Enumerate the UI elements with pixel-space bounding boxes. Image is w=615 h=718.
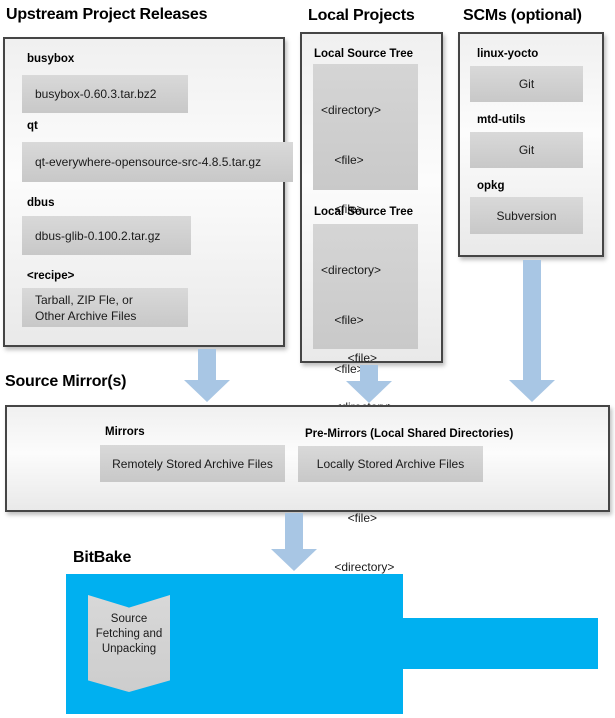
tree-line: <file>	[321, 152, 364, 167]
local-source-tree: <directory> <file> <file> <directory> <f…	[313, 64, 418, 414]
tree-line: <file>	[321, 202, 364, 216]
local-source-tree-label: Local Source Tree	[314, 206, 414, 218]
upstream-item-value: dbus-glib-0.100.2.tar.gz	[22, 216, 191, 255]
tree-line: <file>	[321, 362, 364, 376]
upstream-item-label: qt	[27, 120, 38, 132]
scms-box: linux-yocto Git mtd-utils Git opkg Subve…	[458, 32, 604, 257]
scm-item-label: mtd-utils	[477, 114, 526, 126]
source-fetching-chevron: Source Fetching and Unpacking	[88, 595, 170, 692]
local-projects-box: Local Source Tree <directory> <file> <fi…	[300, 32, 443, 574]
upstream-item-value: Tarball, ZIP Fle, or Other Archive Files	[22, 288, 188, 327]
upstream-item-label: busybox	[27, 53, 75, 65]
tree-line: <directory>	[321, 263, 382, 277]
scm-item-value: Git	[470, 66, 583, 102]
source-mirrors-section-title: Source Mirror(s)	[5, 373, 127, 390]
scm-item-label: opkg	[477, 180, 505, 192]
upstream-item-value: busybox-0.60.3.tar.bz2	[22, 75, 188, 113]
upstream-item-value: qt-everywhere-opensource-src-4.8.5.tar.g…	[22, 142, 293, 182]
upstream-releases-box: busybox busybox-0.60.3.tar.bz2 qt qt-eve…	[3, 37, 293, 347]
source-fetching-label: Source Fetching and Unpacking	[95, 613, 163, 655]
mirrors-label: Mirrors	[105, 426, 145, 438]
bitbake-section-title: BitBake	[73, 549, 132, 566]
upstream-section-title: Upstream Project Releases	[6, 6, 208, 23]
bitbake-output-bar	[403, 618, 598, 669]
scm-item-value: Git	[470, 132, 583, 168]
pre-mirrors-label: Pre-Mirrors (Local Shared Directories)	[305, 428, 514, 440]
local-source-tree-label: Local Source Tree	[314, 48, 414, 60]
upstream-item-label: dbus	[27, 197, 55, 209]
scm-item-value: Subversion	[470, 197, 583, 234]
source-mirrors-box: Mirrors Remotely Stored Archive Files Pr…	[5, 405, 610, 512]
scms-section-title: SCMs (optional)	[463, 7, 582, 24]
mirrors-value: Remotely Stored Archive Files	[100, 445, 285, 482]
tree-line: <directory>	[321, 103, 382, 117]
tree-line: <directory>	[321, 560, 395, 574]
local-source-tree: <directory> <file> <file> <directory> <f…	[313, 224, 418, 574]
upstream-item-label: <recipe>	[27, 270, 75, 282]
pre-mirrors-value: Locally Stored Archive Files	[298, 446, 483, 482]
tree-line: <file>	[321, 312, 364, 327]
tree-line: <file>	[321, 350, 378, 365]
local-projects-section-title: Local Projects	[308, 7, 415, 24]
scm-item-label: linux-yocto	[477, 48, 539, 60]
tree-line: <file>	[321, 510, 378, 525]
